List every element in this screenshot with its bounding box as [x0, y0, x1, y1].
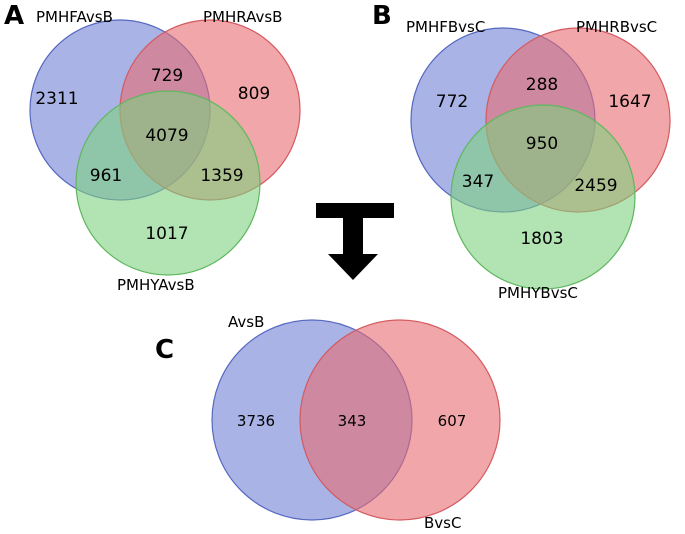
panel-c-count-both: 343: [338, 412, 367, 430]
panel-a-letter: A: [4, 1, 24, 31]
panel-a-count-ab: 729: [151, 66, 183, 86]
panel-a-circle-3: [75, 90, 261, 276]
venn-panel-a: A PMHFAvsB PMHRAvsB PMHYAvsB 2311 809 10…: [4, 1, 301, 294]
panel-b-count-abc: 950: [526, 134, 558, 154]
panel-a-count-ac: 961: [90, 166, 122, 186]
panel-a-set-1-label: PMHFAvsB: [36, 8, 113, 26]
venn-panel-c: C AvsB BvsC 3736 343 607: [155, 313, 501, 532]
panel-b-count-ab: 288: [526, 75, 558, 95]
panel-b-set-2-label: PMHRBvsC: [576, 18, 657, 36]
panel-c-count-only-2: 607: [438, 412, 467, 430]
panel-a-count-bc: 1359: [200, 166, 243, 186]
venn-panel-b: B PMHFBvsC PMHRBvsC PMHYBvsC 772 1647 18…: [372, 1, 671, 302]
panel-b-count-only-3: 1803: [520, 229, 563, 249]
panel-b-circle-3: [450, 104, 636, 290]
panel-c-letter: C: [155, 335, 174, 365]
panel-b-count-only-2: 1647: [608, 92, 651, 112]
panel-b-set-3-label: PMHYBvsC: [498, 284, 578, 302]
tee-down-arrow-icon: [316, 203, 394, 280]
panel-a-count-only-2: 809: [238, 84, 270, 104]
panel-c-set-2-label: BvsC: [424, 514, 461, 532]
panel-b-count-bc: 2459: [574, 176, 617, 196]
arrow-head: [328, 254, 378, 280]
panel-a-count-only-3: 1017: [145, 224, 188, 244]
arrow-stem: [343, 218, 363, 254]
panel-c-count-only-1: 3736: [237, 412, 275, 430]
panel-a-count-abc: 4079: [145, 126, 188, 146]
panel-c-set-1-label: AvsB: [228, 313, 264, 331]
panel-b-set-1-label: PMHFBvsC: [406, 18, 485, 36]
arrow-bar: [316, 203, 394, 218]
panel-b-count-ac: 347: [462, 172, 494, 192]
panel-b-letter: B: [372, 1, 392, 31]
panel-a-set-3-label: PMHYAvsB: [117, 276, 195, 294]
panel-c-circle-2: [299, 319, 501, 521]
panel-b-count-only-1: 772: [436, 92, 468, 112]
panel-a-count-only-1: 2311: [35, 89, 78, 109]
panel-a-set-2-label: PMHRAvsB: [203, 8, 282, 26]
